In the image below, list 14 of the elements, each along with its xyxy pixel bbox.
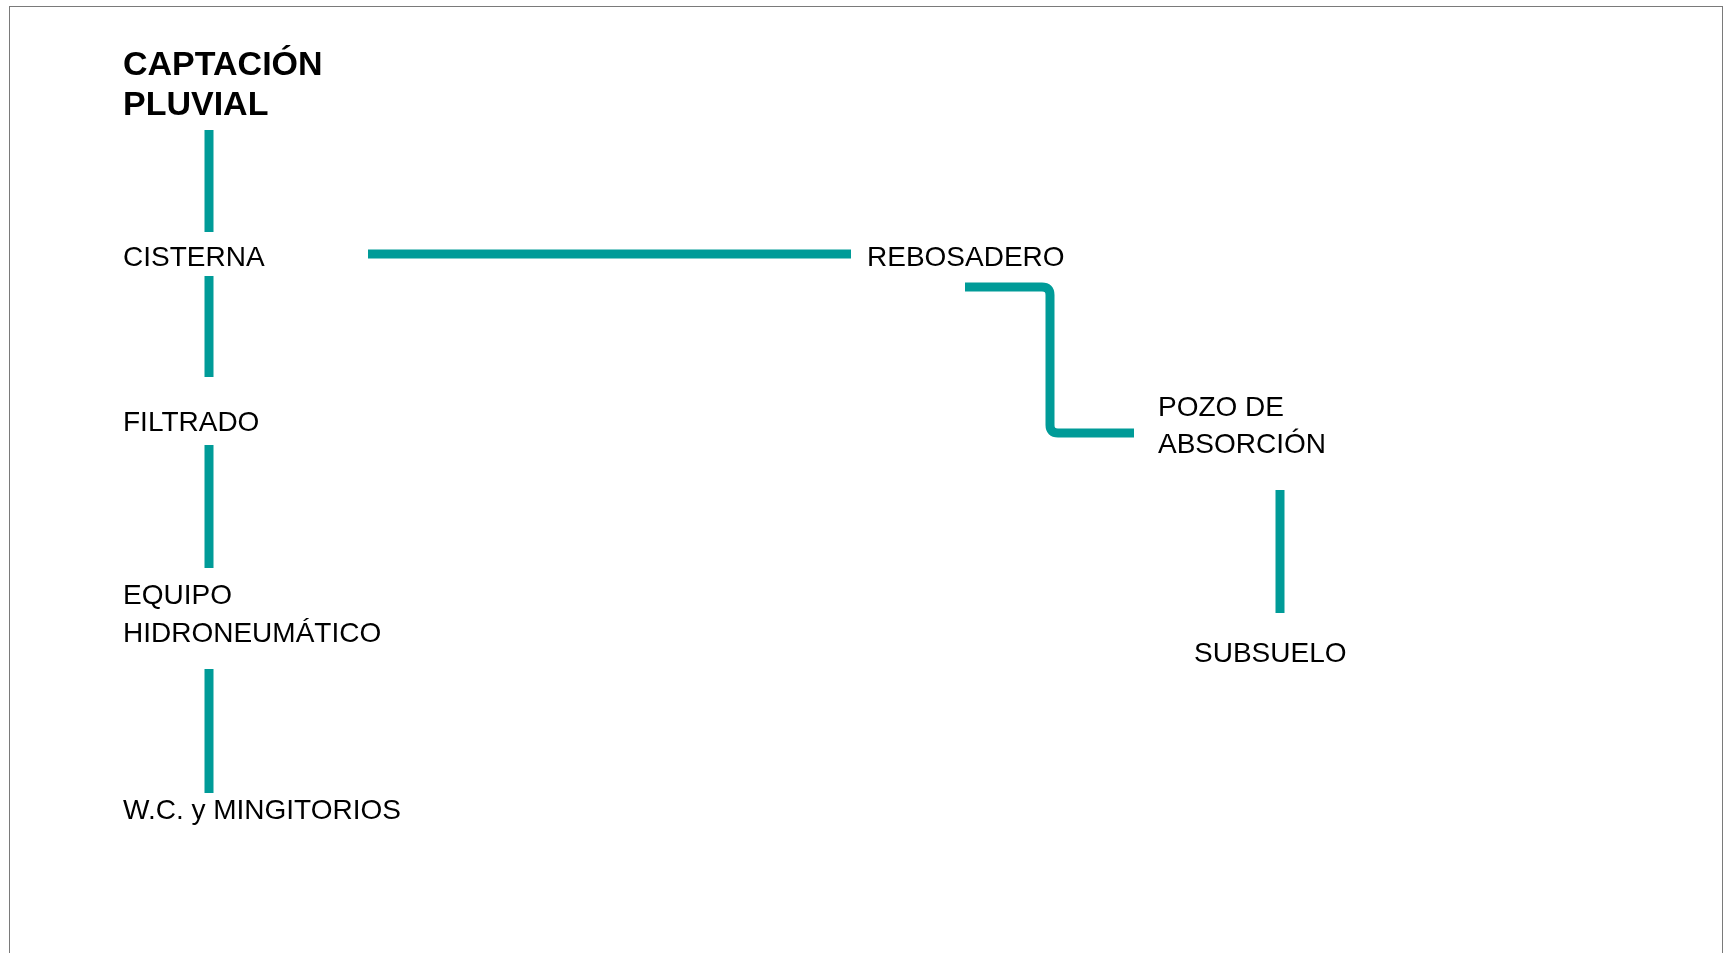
connector-line	[204, 669, 214, 793]
node-label: POZO DE ABSORCIÓN	[1134, 388, 1374, 490]
connector-line	[965, 282, 1134, 438]
connector-line	[204, 445, 214, 568]
connector-line	[204, 276, 214, 377]
node-label: CISTERNA	[123, 232, 368, 276]
node-label: W.C. y MINGITORIOS	[123, 793, 463, 827]
node-label: EQUIPO HIDRONEUMÁTICO	[123, 568, 443, 669]
connector-line	[204, 130, 214, 232]
node-label: SUBSUELO	[1194, 613, 1384, 670]
node-label: FILTRADO	[123, 377, 323, 445]
connector-line	[368, 249, 851, 259]
connector-line	[1275, 490, 1285, 613]
node-label: CAPTACIÓN PLUVIAL	[123, 43, 383, 130]
